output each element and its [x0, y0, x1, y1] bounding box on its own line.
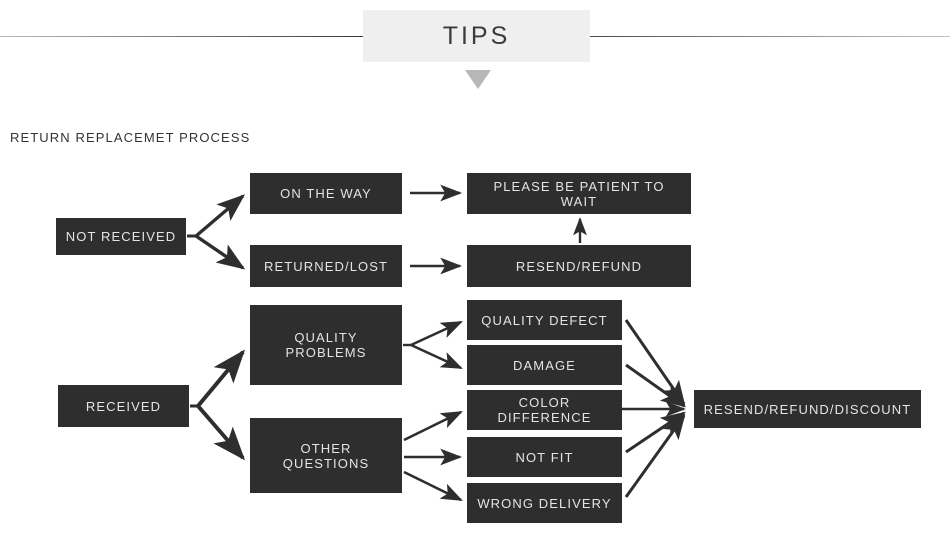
edge-damage-final [625, 363, 686, 408]
flow-node-other-questions[interactable]: OTHER QUESTIONS [250, 418, 402, 493]
page-title: RETURN REPLACEMET PROCESS [10, 130, 251, 145]
edge-other-questions-wrong-delivery [403, 470, 463, 502]
edge-not-received-returned-lost [195, 234, 246, 270]
flow-node-please-be-patient[interactable]: PLEASE BE PATIENT TO WAIT [467, 173, 691, 214]
edge-not-fit-final [625, 411, 686, 454]
edge-quality-problems-defect [403, 320, 463, 347]
flow-node-received[interactable]: RECEIVED [58, 385, 189, 427]
flow-node-not-fit[interactable]: NOT FIT [467, 437, 622, 477]
tips-banner-label: TIPS [442, 21, 511, 50]
down-caret-icon [465, 70, 491, 89]
edge-wrong-delivery-final [624, 414, 686, 498]
edge-received-other-questions [196, 404, 246, 461]
edge-quality-problems-damage [410, 343, 463, 370]
flow-node-resend-refund-discount[interactable]: RESEND/REFUND/DISCOUNT [694, 390, 921, 428]
flow-node-not-received[interactable]: NOT RECEIVED [56, 218, 186, 255]
edge-defect-final [624, 319, 686, 406]
tips-banner: TIPS [363, 10, 590, 62]
edge-received-quality-problems [190, 349, 246, 408]
flow-node-resend-refund[interactable]: RESEND/REFUND [467, 245, 691, 287]
flow-node-returned-lost[interactable]: RETURNED/LOST [250, 245, 402, 287]
flow-node-on-the-way[interactable]: ON THE WAY [250, 173, 402, 214]
flow-node-color-difference[interactable]: COLOR DIFFERENCE [467, 390, 622, 430]
flow-node-wrong-delivery[interactable]: WRONG DELIVERY [467, 483, 622, 523]
edge-other-questions-color [403, 410, 463, 442]
flow-node-quality-problems[interactable]: QUALITY PROBLEMS [250, 305, 402, 385]
flow-node-damage[interactable]: DAMAGE [467, 345, 622, 385]
edge-not-received-on-the-way [187, 194, 246, 238]
flow-node-quality-defect[interactable]: QUALITY DEFECT [467, 300, 622, 340]
